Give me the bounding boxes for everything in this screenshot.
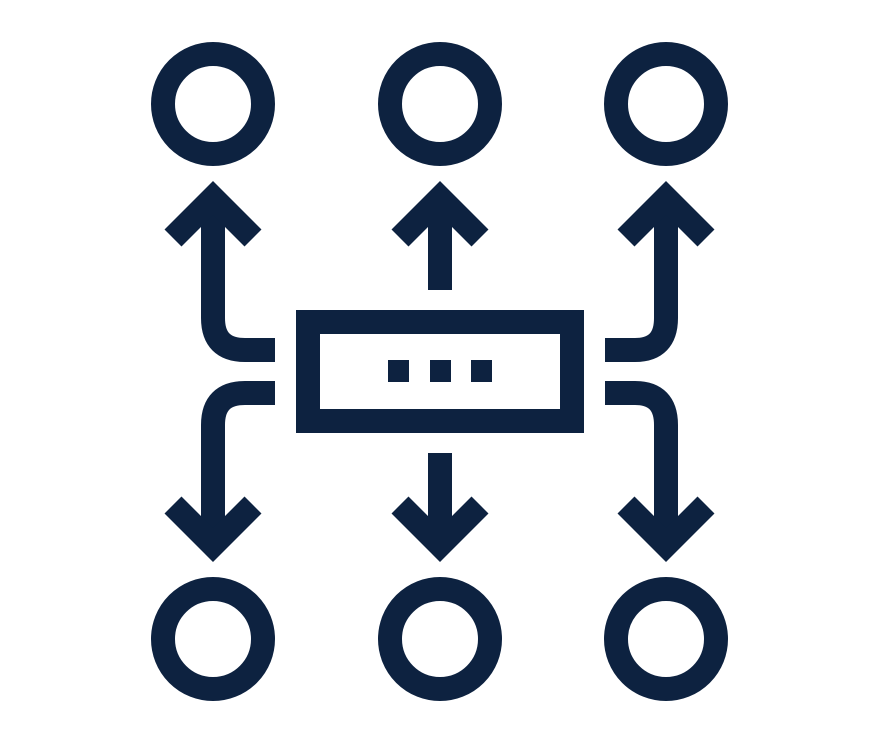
central-hub	[296, 310, 584, 433]
node-top-right	[604, 42, 728, 166]
arrowhead-down-left	[164, 496, 262, 562]
hub-ellipsis	[388, 360, 492, 382]
connector-down-right	[605, 381, 678, 545]
hub-dot-3	[471, 360, 492, 382]
node-top-left	[151, 42, 275, 166]
connector-up-left	[201, 200, 275, 362]
arrowhead-down-right	[617, 496, 715, 562]
arrowhead-up-right	[617, 181, 715, 247]
arrowhead-down-center	[391, 496, 489, 562]
node-top-center	[378, 42, 502, 166]
node-bottom-right	[604, 577, 728, 701]
arrowhead-up-center	[391, 181, 489, 247]
arrowhead-up-left	[164, 181, 262, 247]
connector-up-right	[605, 200, 678, 362]
hub-dot-2	[430, 360, 451, 382]
hub-dot-1	[388, 360, 409, 382]
connector-down-left	[201, 381, 275, 545]
node-bottom-left	[151, 577, 275, 701]
node-bottom-center	[378, 577, 502, 701]
